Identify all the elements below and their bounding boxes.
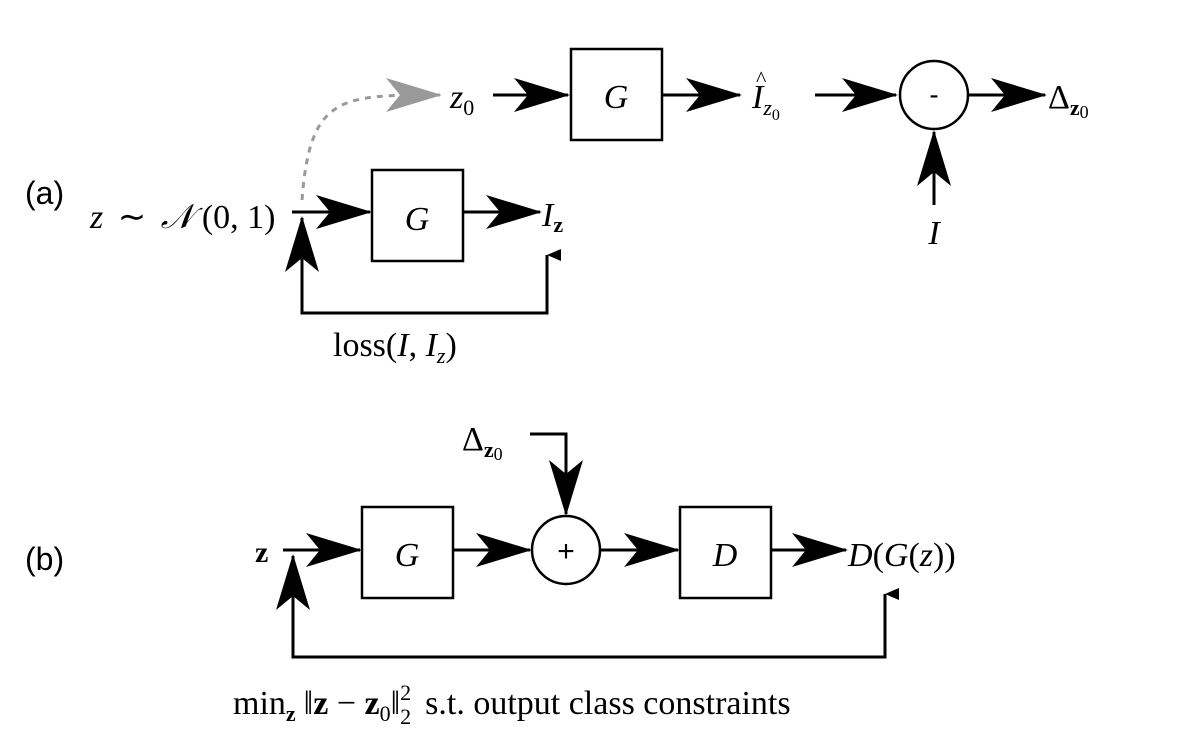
generator-label-a-bottom: G [405,201,430,238]
delta-in-label: Δz0 [462,421,503,464]
latent-input-label: z ∼ 𝒩 (0, 1) [89,199,275,236]
loss-label: loss(I, Iz) [333,327,457,368]
panel-a-label: (a) [25,175,64,211]
constraint-feedback-loop [276,554,899,659]
output-iz-label: Iz [541,197,563,237]
output-ihat-label: Iz0 [751,79,780,124]
z0-label: z0 [449,79,474,120]
z-input-label: z [255,536,268,569]
discriminator-label: D [712,537,738,574]
subtract-input-label: I [927,215,941,252]
delta-out-label: Δz0 [1048,79,1089,122]
dashed-hint-arrow [300,78,442,201]
loss-feedback-loop [285,216,561,315]
panel-b-label: (b) [25,541,64,577]
generator-label-b: G [395,537,420,574]
subtract-op: - [929,79,938,110]
output-dgz-label: D(G(z)) [847,537,956,574]
add-op: + [557,535,575,568]
hat-accent: ^ [756,66,767,91]
generator-label-a-top: G [604,79,629,116]
arrow-delta-to-add [530,432,583,516]
